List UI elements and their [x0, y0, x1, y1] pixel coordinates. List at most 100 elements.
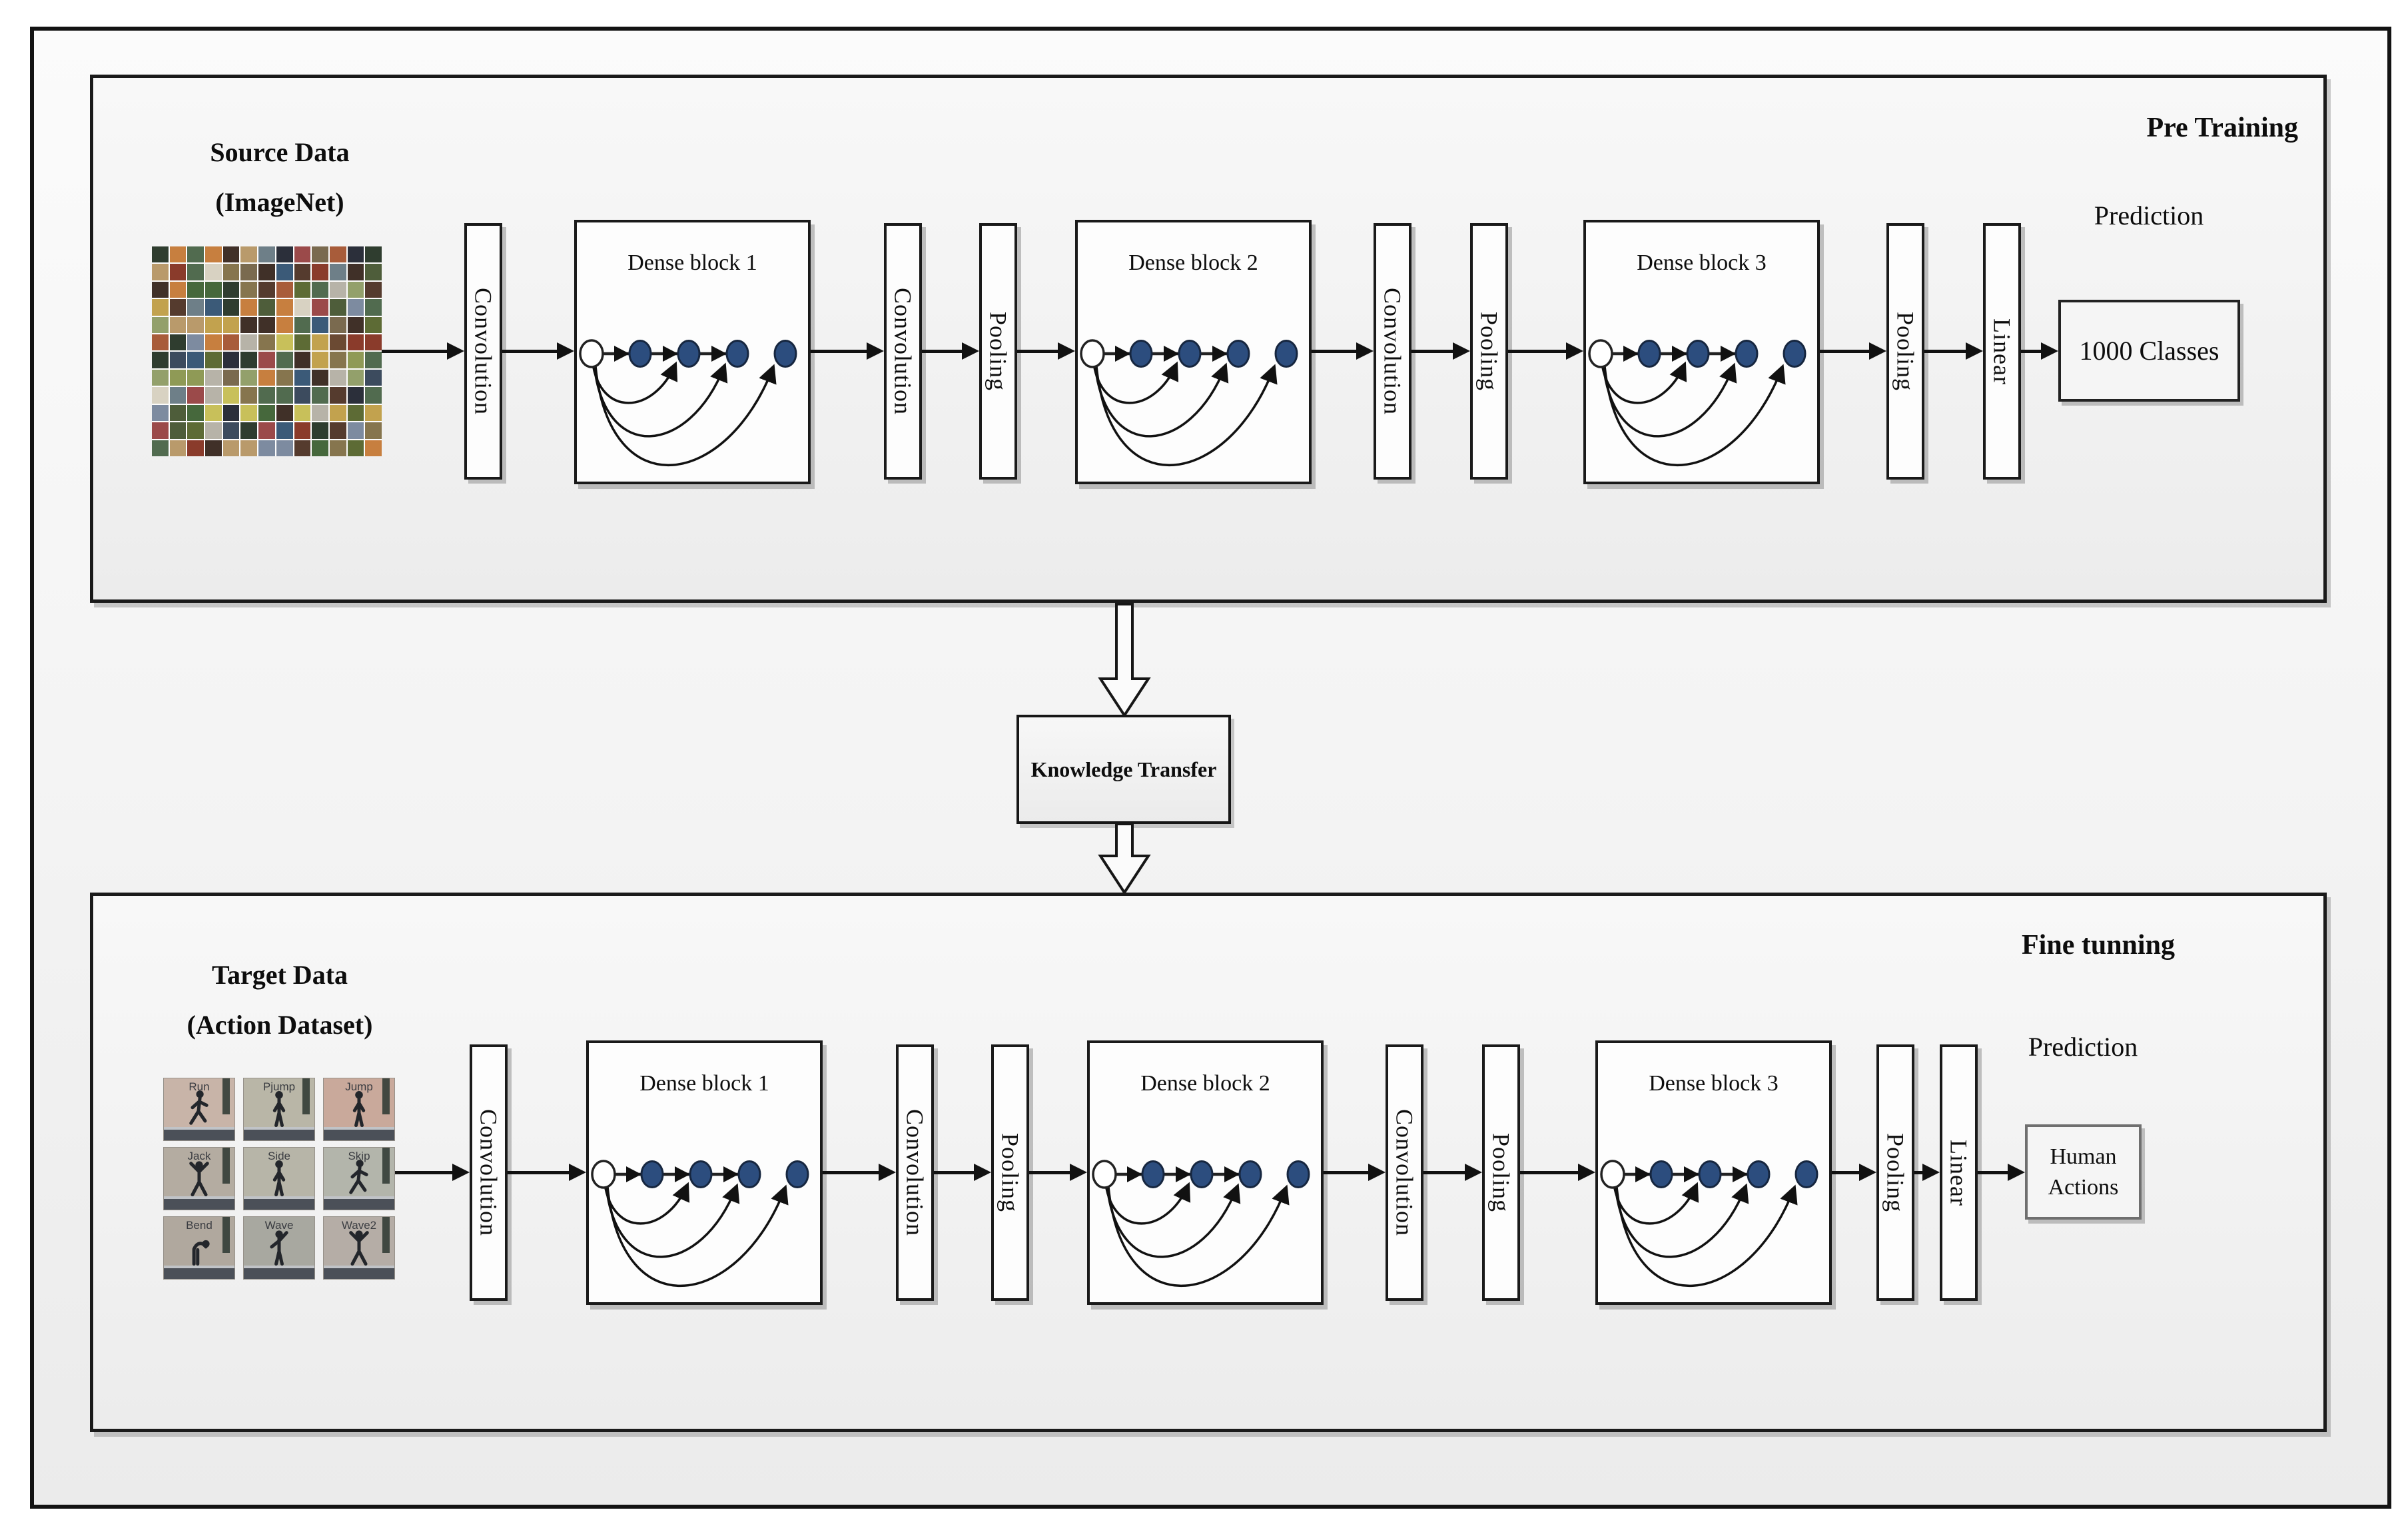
- collage-cell: [258, 316, 275, 334]
- action-tile-label: Jump: [345, 1080, 373, 1093]
- layer-label: Pooling: [1475, 311, 1503, 392]
- dense-node-graph: [1586, 222, 1817, 482]
- collage-cell: [222, 281, 240, 298]
- imagenet-collage: [152, 246, 382, 456]
- collage-cell: [258, 369, 275, 386]
- collage-cell: [169, 299, 187, 316]
- layer-convolution-1-top: Convolution: [464, 223, 502, 480]
- collage-cell: [187, 299, 204, 316]
- collage-cell: [276, 404, 293, 422]
- layer-convolution-3-bottom: Convolution: [1386, 1044, 1423, 1301]
- collage-cell: [312, 246, 328, 263]
- collage-cell: [169, 281, 187, 298]
- collage-cell: [294, 352, 311, 368]
- dense-block-3-bottom: Dense block 3: [1595, 1040, 1832, 1305]
- collage-cell: [169, 246, 187, 263]
- collage-cell: [294, 264, 311, 280]
- collage-cell: [187, 334, 204, 351]
- collage-cell: [258, 299, 275, 316]
- road-strip: [164, 1266, 234, 1279]
- collage-cell: [205, 334, 222, 351]
- source-data-label-line2: (ImageNet): [215, 187, 344, 217]
- door-strip: [382, 1217, 390, 1253]
- layer-label: Pooling: [1487, 1132, 1515, 1213]
- collage-cell: [187, 281, 204, 298]
- collage-cell: [258, 281, 275, 298]
- collage-cell: [329, 404, 346, 422]
- dense-block-title: Dense block 1: [639, 1071, 769, 1096]
- dense-block-3-top: Dense block 3: [1583, 220, 1820, 484]
- collage-cell: [222, 387, 240, 404]
- collage-cell: [276, 264, 293, 280]
- collage-cell: [312, 264, 328, 280]
- layer-convolution-2-top: Convolution: [884, 223, 922, 480]
- collage-cell: [347, 299, 364, 316]
- layer-pooling-2-top: Pooling: [1470, 223, 1508, 480]
- person-silhouette: [347, 1159, 371, 1198]
- prediction-label-bottom: Prediction: [2028, 1032, 2138, 1062]
- collage-cell: [169, 264, 187, 280]
- collage-cell: [169, 404, 187, 422]
- collage-cell: [347, 422, 364, 439]
- collage-cell: [240, 352, 258, 368]
- action-tile-label: Jack: [187, 1150, 211, 1162]
- collage-cell: [294, 422, 311, 439]
- collage-cell: [152, 299, 169, 316]
- action-tile-wave2: Wave2: [323, 1216, 395, 1280]
- collage-cell: [258, 387, 275, 404]
- road-strip: [164, 1127, 234, 1140]
- collage-cell: [169, 334, 187, 351]
- collage-cell: [276, 299, 293, 316]
- collage-cell: [312, 440, 328, 456]
- collage-cell: [329, 281, 346, 298]
- dense-block-2-top: Dense block 2: [1075, 220, 1312, 484]
- road-strip: [324, 1196, 394, 1210]
- source-data-label-line1: Source Data: [210, 137, 350, 167]
- layer-pooling-3-top: Pooling: [1886, 223, 1924, 480]
- collage-cell: [222, 352, 240, 368]
- collage-cell: [294, 281, 311, 298]
- collage-cell: [152, 440, 169, 456]
- road-strip: [244, 1196, 314, 1210]
- collage-cell: [294, 369, 311, 386]
- pretraining-title: Pre Training: [2146, 113, 2298, 143]
- layer-label: Pooling: [1892, 311, 1919, 392]
- collage-cell: [365, 264, 382, 280]
- dense-block-title: Dense block 1: [627, 250, 757, 275]
- layer-label: Linear: [1988, 318, 2016, 385]
- collage-cell: [276, 387, 293, 404]
- collage-cell: [169, 440, 187, 456]
- collage-cell: [365, 281, 382, 298]
- collage-cell: [187, 369, 204, 386]
- collage-cell: [294, 246, 311, 263]
- collage-cell: [365, 246, 382, 263]
- collage-cell: [365, 299, 382, 316]
- collage-cell: [222, 246, 240, 263]
- dense-block-title: Dense block 3: [1637, 250, 1767, 275]
- road-strip: [324, 1266, 394, 1279]
- collage-cell: [365, 369, 382, 386]
- person-silhouette: [267, 1090, 291, 1128]
- collage-cell: [205, 281, 222, 298]
- collage-cell: [312, 352, 328, 368]
- collage-cell: [294, 440, 311, 456]
- collage-cell: [294, 404, 311, 422]
- layer-label: Pooling: [1882, 1132, 1909, 1213]
- collage-cell: [294, 387, 311, 404]
- dense-node-graph: [1090, 1043, 1321, 1302]
- collage-cell: [312, 387, 328, 404]
- layer-pooling-3-bottom: Pooling: [1876, 1044, 1914, 1301]
- action-tile-label: Pjump: [262, 1080, 296, 1093]
- dense-node-graph: [1598, 1043, 1829, 1302]
- collage-cell: [205, 440, 222, 456]
- person-silhouette: [347, 1090, 371, 1128]
- collage-cell: [347, 387, 364, 404]
- knowledge-transfer-label: Knowledge Transfer: [1030, 757, 1217, 781]
- prediction-box-bottom: Human Actions: [2025, 1124, 2142, 1220]
- action-tile-label: Skip: [348, 1150, 370, 1162]
- collage-cell: [187, 440, 204, 456]
- layer-convolution-3-top: Convolution: [1374, 223, 1411, 480]
- collage-cell: [240, 369, 258, 386]
- collage-cell: [312, 422, 328, 439]
- door-strip: [222, 1148, 230, 1184]
